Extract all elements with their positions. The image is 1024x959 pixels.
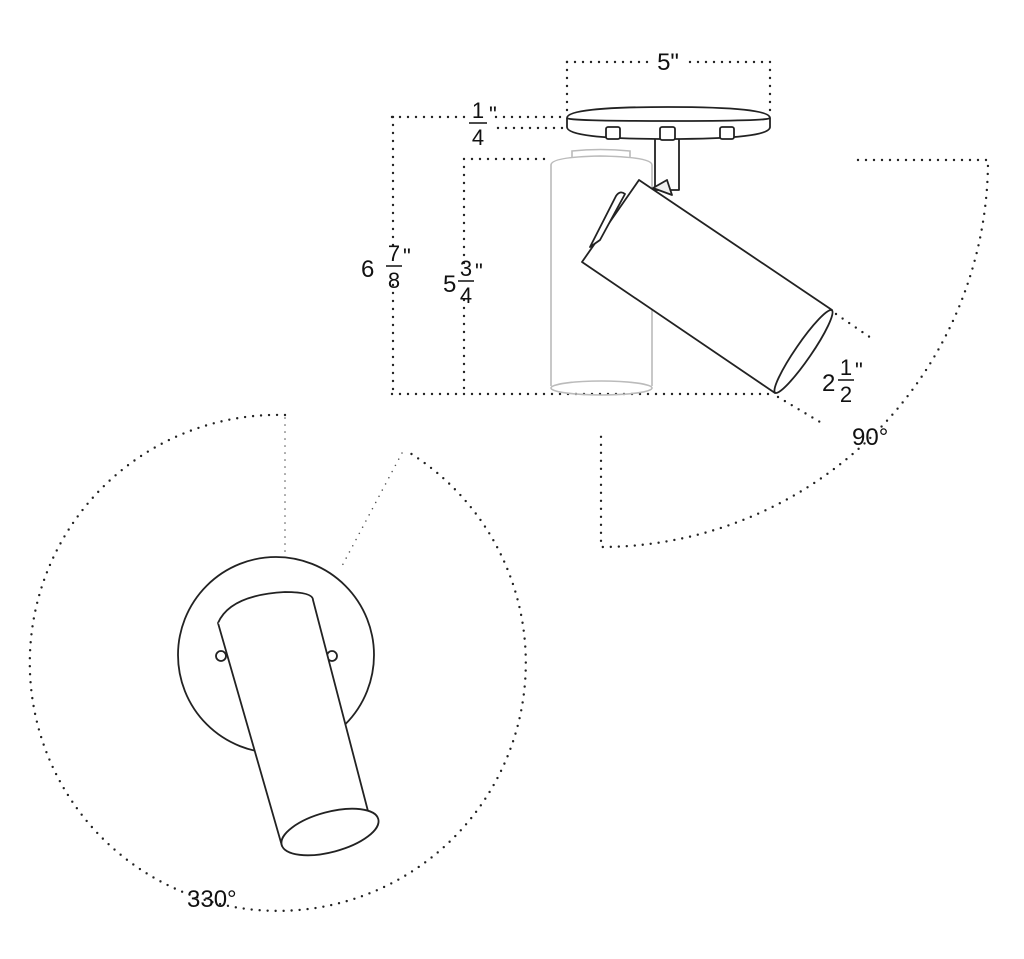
svg-text:": " <box>489 102 497 127</box>
svg-text:6: 6 <box>361 256 374 283</box>
canopy <box>566 106 771 191</box>
label-cylinder-height: 5 3 4 " <box>443 256 483 308</box>
svg-text:8: 8 <box>388 268 400 293</box>
label-cylinder-diameter: 2 1 2 " <box>822 355 863 407</box>
front-lens <box>280 807 380 857</box>
screw-hole <box>215 650 227 662</box>
svg-text:3: 3 <box>460 256 472 281</box>
svg-text:4: 4 <box>460 283 472 308</box>
label-canopy-thickness: 1 4 " <box>469 98 497 150</box>
label-rotation-angle: 330° <box>187 886 237 913</box>
svg-text:1: 1 <box>472 98 484 123</box>
svg-text:": " <box>403 244 411 269</box>
svg-text:5: 5 <box>443 271 456 298</box>
tilted-cylinder <box>581 179 834 394</box>
canopy-knob <box>659 126 676 141</box>
canopy-knob <box>605 126 621 140</box>
label-overall-height: 6 7 8 " <box>361 241 411 293</box>
canopy-knob <box>719 126 735 140</box>
svg-text:4: 4 <box>472 125 484 150</box>
svg-text:2: 2 <box>822 370 835 397</box>
ghost-cylinder <box>550 148 653 396</box>
svg-text:": " <box>475 259 483 284</box>
svg-text:": " <box>855 358 863 383</box>
front-view-fixture <box>177 556 380 857</box>
svg-text:1: 1 <box>840 355 852 380</box>
label-tilt-angle: 90° <box>852 424 888 451</box>
side-tab <box>589 191 626 248</box>
lens <box>773 309 834 394</box>
label-canopy-width: 5" <box>657 49 679 76</box>
svg-text:7: 7 <box>388 241 400 266</box>
svg-text:2: 2 <box>840 382 852 407</box>
